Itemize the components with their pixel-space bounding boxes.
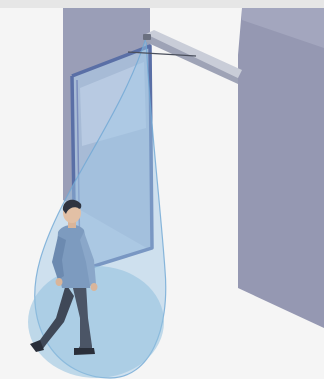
sensor-floor-area xyxy=(28,266,164,378)
motion-sensor-icon xyxy=(143,34,151,40)
right-wall xyxy=(238,8,324,328)
